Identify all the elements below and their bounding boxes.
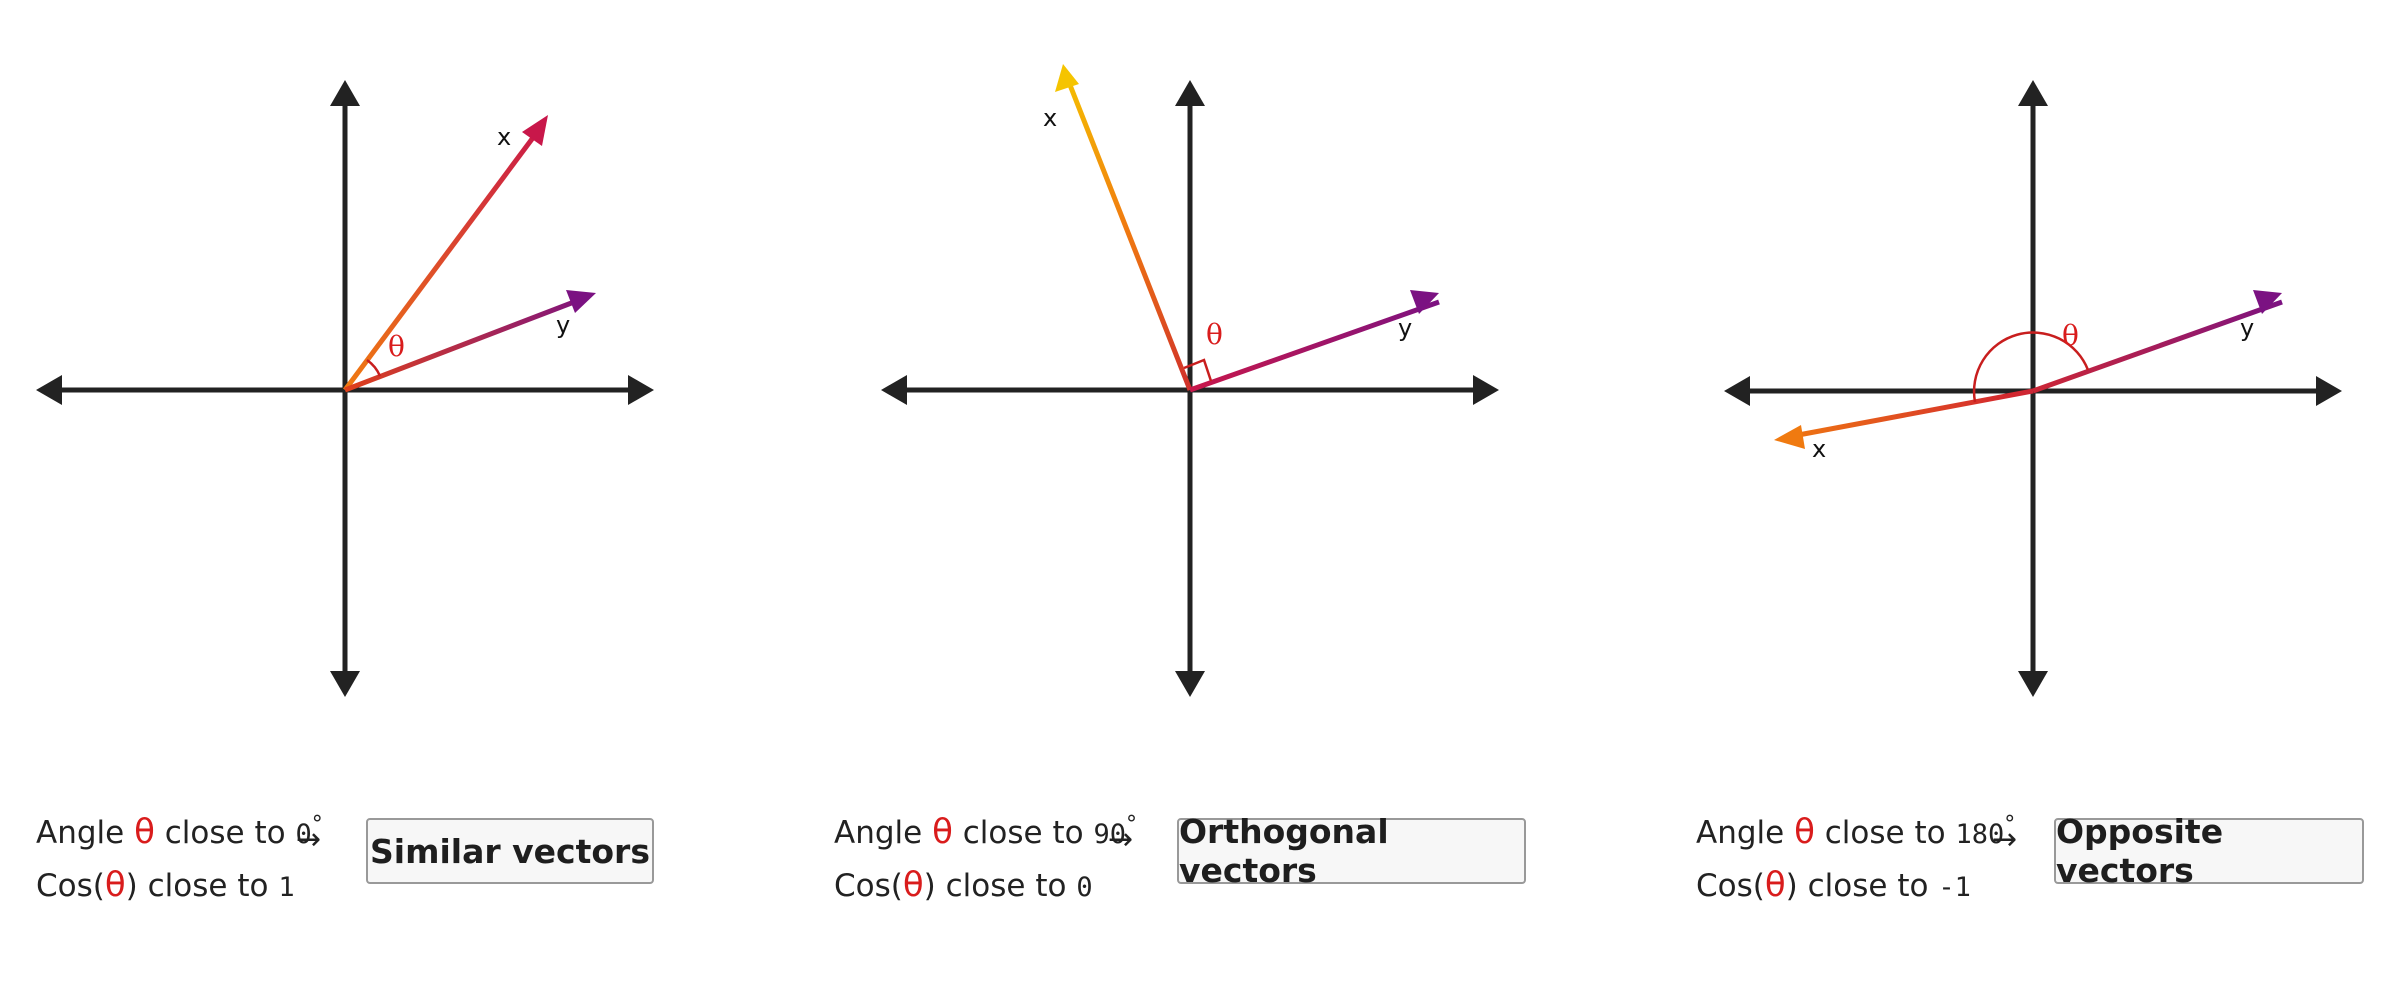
- caption-theta: θ: [932, 812, 953, 852]
- caption-cos-prefix: Cos(: [834, 868, 903, 904]
- vector-y-label: y: [1398, 314, 1412, 342]
- theta-arc: [1972, 331, 2090, 403]
- theta-arc: [366, 358, 382, 377]
- caption-theta: θ: [134, 812, 155, 852]
- opposite-axes-svg: x y θ: [1724, 80, 2342, 697]
- caption-close-to: ) close to: [1785, 868, 1929, 904]
- diagram-similar: x y θ: [0, 0, 800, 984]
- vector-x-label: x: [1812, 435, 1826, 463]
- caption-cos-line: Cos(θ) close to 0: [834, 860, 1137, 913]
- theta-symbol: θ: [2062, 319, 2079, 352]
- vector-y-label: y: [2240, 314, 2254, 342]
- vector-x-label: x: [497, 123, 511, 151]
- caption-similar: Angle θ close to 0° Cos(θ) close to 1: [36, 800, 323, 913]
- diagram-opposite: x y θ: [1688, 0, 2400, 984]
- vector-y: [344, 290, 596, 393]
- caption-close-to: ) close to: [923, 868, 1067, 904]
- caption-theta: θ: [1794, 812, 1815, 852]
- diagram-orthogonal: x y θ: [845, 0, 1645, 984]
- caption-angle-prefix: Angle: [36, 815, 125, 851]
- caption-cos-value: -1: [1938, 872, 1971, 903]
- caption-degree-symbol: °: [2004, 812, 2016, 837]
- caption-angle-value: 0: [295, 819, 312, 850]
- theta-symbol: θ: [1206, 318, 1223, 351]
- caption-cos-prefix: Cos(: [36, 868, 105, 904]
- result-opposite-vectors: Opposite vectors: [2054, 812, 2364, 890]
- theta-symbol: θ: [388, 330, 405, 363]
- right-angle-marker: [1183, 358, 1213, 382]
- caption-angle-line: Angle θ close to 0°: [36, 800, 323, 860]
- right-arrow-icon: →: [296, 822, 322, 857]
- result-orthogonal-vectors: Orthogonal vectors: [1177, 812, 1526, 890]
- caption-angle-prefix: Angle: [834, 815, 923, 851]
- vector-y-label: y: [556, 311, 570, 339]
- orthogonal-axes-svg: x y θ: [881, 64, 1499, 697]
- caption-close-to: close to: [164, 815, 286, 851]
- result-similar-vectors: Similar vectors: [366, 818, 654, 884]
- caption-cos-value: 0: [1076, 872, 1093, 903]
- vector-x: [1774, 388, 2034, 449]
- right-arrow-icon: →: [1108, 822, 1134, 857]
- caption-degree-symbol: °: [1125, 812, 1137, 837]
- caption-angle-value: 90: [1093, 819, 1126, 850]
- caption-opposite: Angle θ close to 180° Cos(θ) close to -1: [1696, 800, 2015, 913]
- caption-cos-prefix: Cos(: [1696, 868, 1765, 904]
- caption-close-to: close to: [1824, 815, 1946, 851]
- caption-cos-line: Cos(θ) close to 1: [36, 860, 323, 913]
- caption-close-to: close to: [962, 815, 1084, 851]
- vector-x-label: x: [1043, 104, 1057, 132]
- caption-theta: θ: [104, 865, 126, 905]
- caption-orthogonal: Angle θ close to 90° Cos(θ) close to 0: [834, 800, 1137, 913]
- caption-degree-symbol: °: [311, 812, 323, 837]
- caption-angle-value: 180: [1955, 819, 2005, 850]
- caption-angle-line: Angle θ close to 90°: [834, 800, 1137, 860]
- caption-cos-value: 1: [278, 872, 295, 903]
- caption-theta: θ: [1764, 865, 1786, 905]
- right-arrow-icon: →: [1992, 822, 2018, 857]
- vector-y: [1189, 290, 1440, 393]
- caption-angle-prefix: Angle: [1696, 815, 1785, 851]
- vector-y: [2032, 290, 2283, 394]
- caption-close-to: ) close to: [125, 868, 269, 904]
- vector-x: [1055, 64, 1193, 391]
- vector-x: [342, 115, 548, 392]
- similar-axes-svg: x y θ: [36, 80, 654, 697]
- caption-cos-line: Cos(θ) close to -1: [1696, 860, 2015, 913]
- caption-theta: θ: [902, 865, 924, 905]
- caption-angle-line: Angle θ close to 180°: [1696, 800, 2015, 860]
